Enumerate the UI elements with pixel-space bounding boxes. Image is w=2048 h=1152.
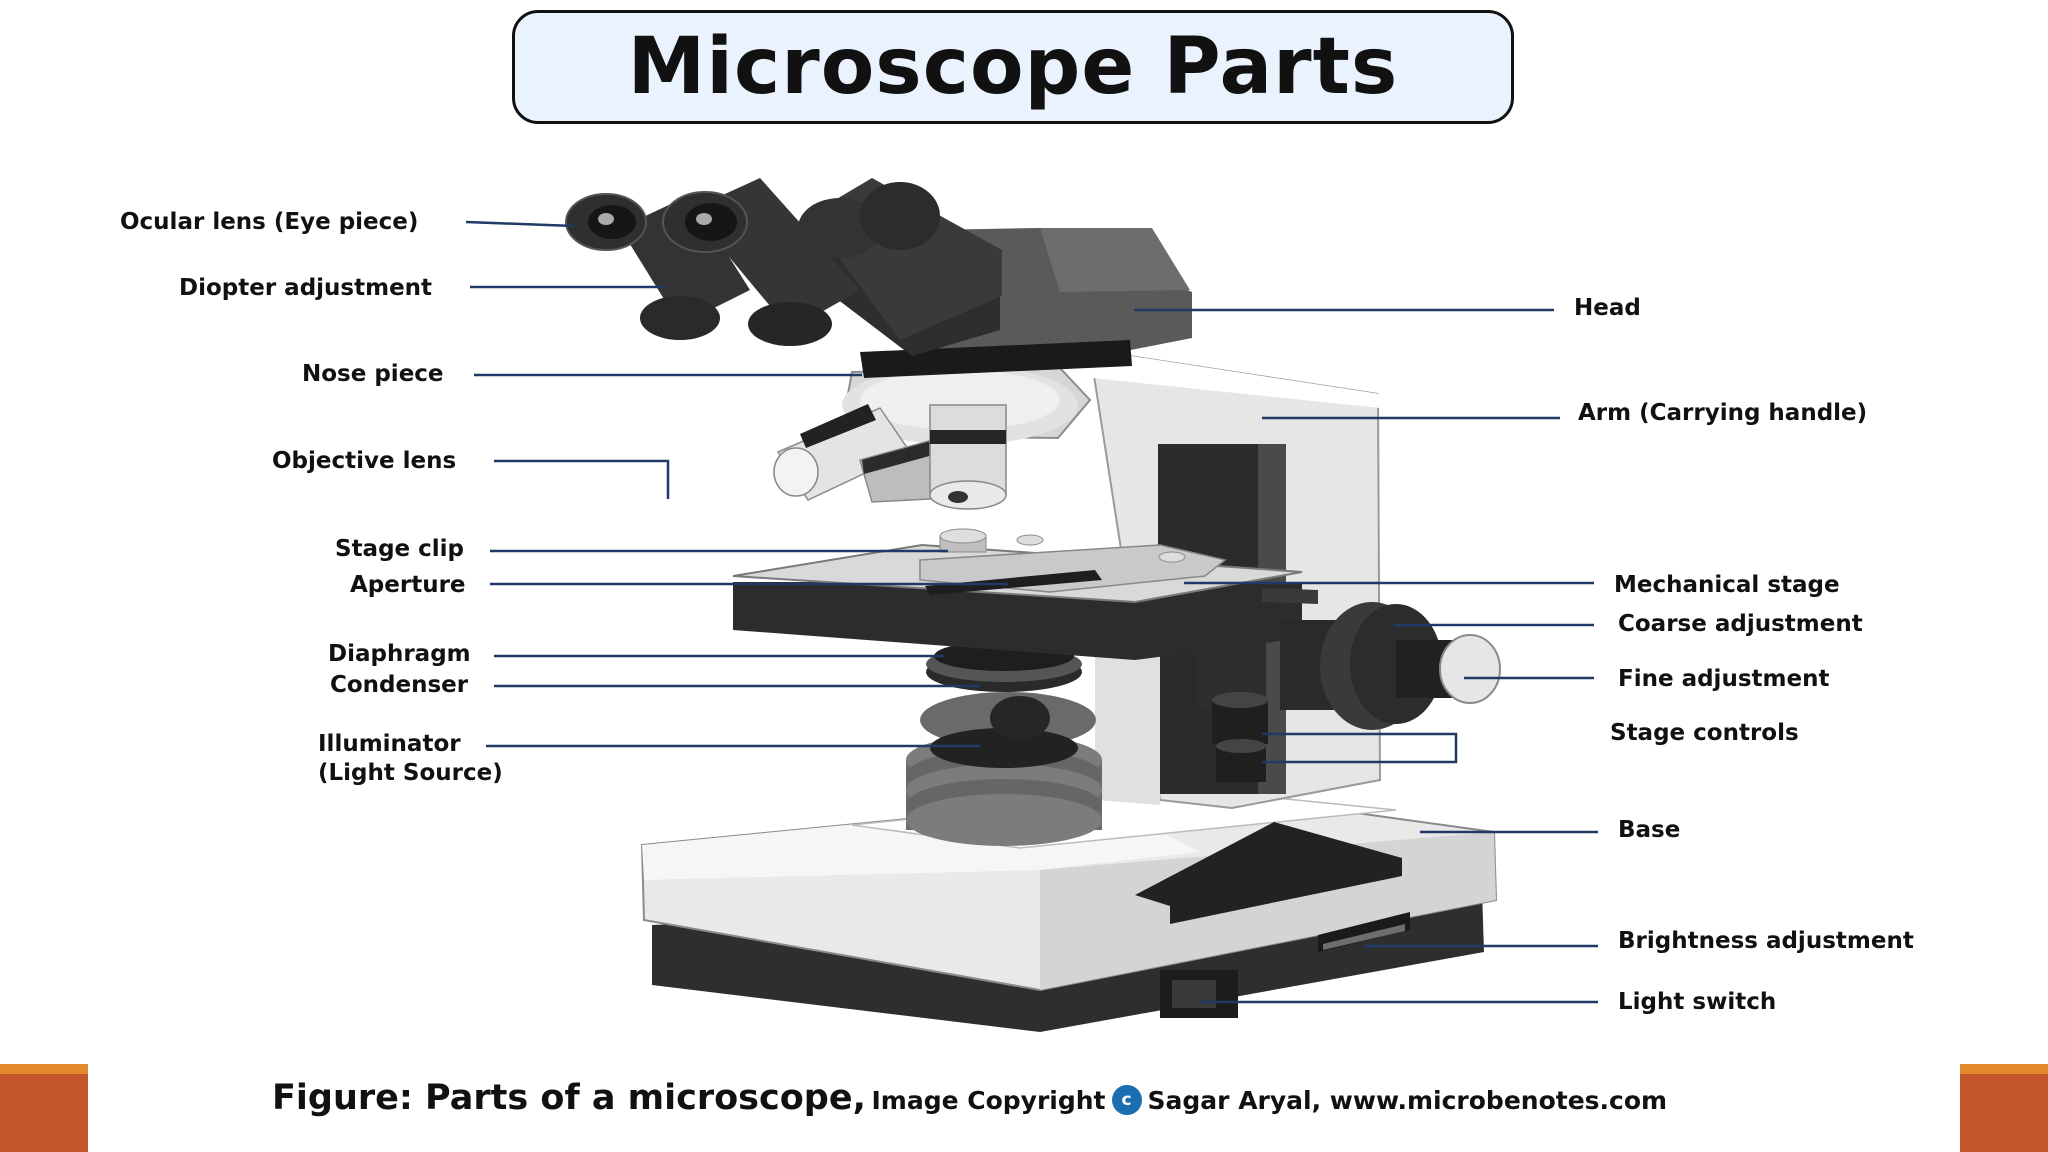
label-objective-lens: Objective lens — [272, 448, 457, 474]
label-mechanical-stage: Mechanical stage — [1614, 572, 1840, 598]
label-diaphragm: Diaphragm — [328, 641, 471, 667]
label-fine-adjustment: Fine adjustment — [1618, 666, 1830, 692]
leader-ocular-lens — [465, 220, 575, 228]
leader-objective-lens — [494, 459, 670, 499]
leader-stage-controls — [1262, 732, 1458, 764]
label-stage-controls: Stage controls — [1610, 720, 1799, 746]
illuminator-shape — [906, 692, 1102, 846]
label-coarse-adjustment: Coarse adjustment — [1618, 611, 1863, 637]
label-ocular-lens: Ocular lens (Eye piece) — [120, 209, 419, 235]
corner-accent-left — [0, 1064, 88, 1152]
caption-main: Figure: Parts of a microscope, — [272, 1078, 866, 1118]
label-light-source: (Light Source) — [318, 760, 503, 786]
title-box: Microscope Parts — [512, 10, 1514, 124]
figure-caption: Figure: Parts of a microscope, Image Cop… — [272, 1078, 1667, 1118]
leader-lines — [465, 220, 1598, 1004]
stage-shape — [732, 528, 1318, 660]
label-illuminator: Illuminator — [318, 731, 461, 757]
label-condenser: Condenser — [330, 672, 469, 698]
label-brightness-adjustment: Brightness adjustment — [1618, 928, 1914, 954]
copyright-icon: c — [1111, 1085, 1142, 1115]
nosepiece-shape — [773, 365, 1092, 510]
corner-accent-right — [1960, 1064, 2048, 1152]
page-title: Microscope Parts — [627, 22, 1399, 112]
label-arm: Arm (Carrying handle) — [1578, 400, 1868, 426]
label-head: Head — [1574, 295, 1641, 321]
label-aperture: Aperture — [350, 572, 466, 598]
focus-knobs-shape — [1280, 602, 1501, 730]
caption-credit: Sagar Aryal, www.microbenotes.com — [1147, 1086, 1668, 1115]
label-nose-piece: Nose piece — [302, 361, 444, 387]
caption-copyright-prefix: Image Copyright — [871, 1086, 1106, 1115]
eyepiece-shape — [565, 178, 1002, 356]
label-base: Base — [1618, 817, 1681, 843]
label-diopter-adjustment: Diopter adjustment — [179, 275, 433, 301]
stage-controls-shape — [1198, 630, 1268, 782]
label-stage-clip: Stage clip — [335, 536, 465, 562]
label-light-switch: Light switch — [1618, 989, 1777, 1015]
base-shape — [640, 786, 1498, 1032]
